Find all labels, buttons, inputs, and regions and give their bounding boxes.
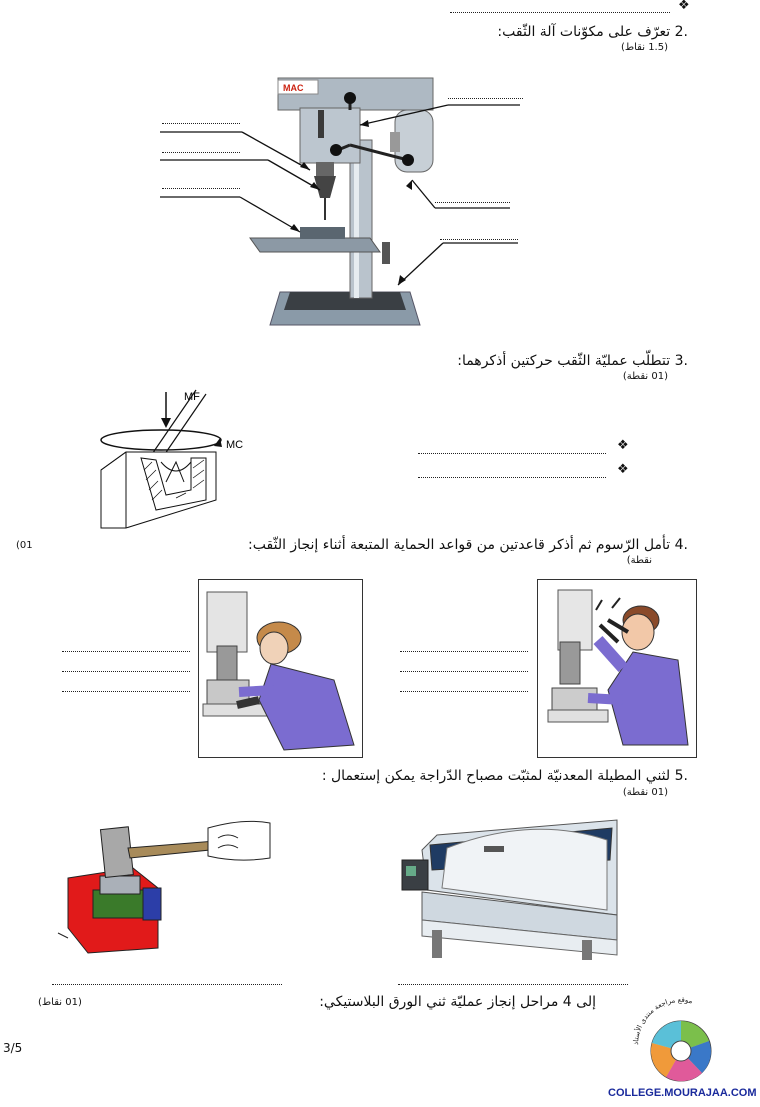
question-4-text: تأمل الرّسوم ثم أذكر قاعدتين من قواعد ال… bbox=[248, 537, 671, 553]
question-4-number: .4 bbox=[674, 537, 688, 553]
question-3: .3 تتطلّب عمليّة الثّقب حركتين أذكرهما: bbox=[457, 353, 688, 369]
component-label-line-3 bbox=[162, 188, 240, 189]
answer-line bbox=[418, 477, 606, 478]
component-label-line-5 bbox=[435, 202, 510, 203]
mf-label: MF bbox=[184, 391, 200, 403]
question-6: إلى 4 مراحل إنجاز عمليّة ثني الورق البلا… bbox=[319, 994, 596, 1010]
answer-line bbox=[62, 651, 190, 652]
site-logo-icon: موقع مراجعة منتدى الأستاذ bbox=[632, 996, 712, 1082]
worker-injured-illustration bbox=[547, 589, 689, 746]
component-label-line-2 bbox=[162, 152, 240, 153]
press-brake-illustration bbox=[401, 819, 618, 960]
question-5: .5 لثني المطيلة المعدنيّة لمثبّت مصباح ا… bbox=[322, 768, 688, 784]
question-6-points: (01 نقاط) bbox=[38, 997, 82, 1008]
answer-line bbox=[418, 453, 606, 454]
question-4-points-right: نقطة) bbox=[626, 555, 652, 566]
safety-illustration-frame bbox=[537, 579, 697, 758]
hammer-vise-illustration bbox=[57, 820, 271, 954]
answer-line bbox=[400, 691, 528, 692]
question-3-number: .3 bbox=[674, 353, 688, 369]
machine-brand: MAC bbox=[283, 83, 304, 93]
question-2-number: .2 bbox=[674, 24, 688, 40]
question-2-text: تعرّف على مكوّنات آلة الثّقب: bbox=[497, 24, 671, 40]
answer-line bbox=[62, 691, 190, 692]
bullet-icon: ❖ bbox=[617, 438, 629, 453]
question-5-number: .5 bbox=[674, 768, 688, 784]
safety-illustration-frame bbox=[198, 579, 363, 758]
question-5-text: لثني المطيلة المعدنيّة لمثبّت مصباح الدّ… bbox=[321, 768, 671, 784]
question-3-text: تتطلّب عمليّة الثّقب حركتين أذكرهما: bbox=[457, 353, 671, 369]
answer-line bbox=[62, 671, 190, 672]
page-number: 3/5 bbox=[3, 1041, 23, 1055]
question-4: .4 تأمل الرّسوم ثم أذكر قاعدتين من قواعد… bbox=[248, 537, 688, 553]
question-2-points: (1.5 نقاط) bbox=[620, 42, 668, 53]
answer-line bbox=[450, 12, 670, 13]
drill-press-illustration: MAC bbox=[160, 77, 520, 326]
answer-line bbox=[400, 651, 528, 652]
drilling-motion-diagram: MF MC bbox=[100, 389, 243, 529]
component-label-line-4 bbox=[448, 98, 523, 99]
question-4-points-left: (01 bbox=[16, 540, 33, 551]
bullet-icon: ❖ bbox=[617, 462, 629, 477]
question-3-points: (01 نقطة) bbox=[622, 371, 668, 382]
answer-line bbox=[400, 671, 528, 672]
question-5-points: (01 نقطة) bbox=[622, 787, 668, 798]
answer-line bbox=[398, 984, 628, 985]
component-label-line-1 bbox=[162, 123, 240, 124]
component-label-line-6 bbox=[440, 239, 518, 240]
answer-line bbox=[52, 984, 282, 985]
question-2: .2 تعرّف على مكوّنات آلة الثّقب: bbox=[497, 24, 688, 40]
worker-drilling-illustration bbox=[202, 591, 355, 751]
bullet-icon: ❖ bbox=[678, 0, 690, 13]
site-url: COLLEGE.MOURAJAA.COM bbox=[608, 1087, 757, 1099]
mc-label: MC bbox=[226, 439, 243, 451]
